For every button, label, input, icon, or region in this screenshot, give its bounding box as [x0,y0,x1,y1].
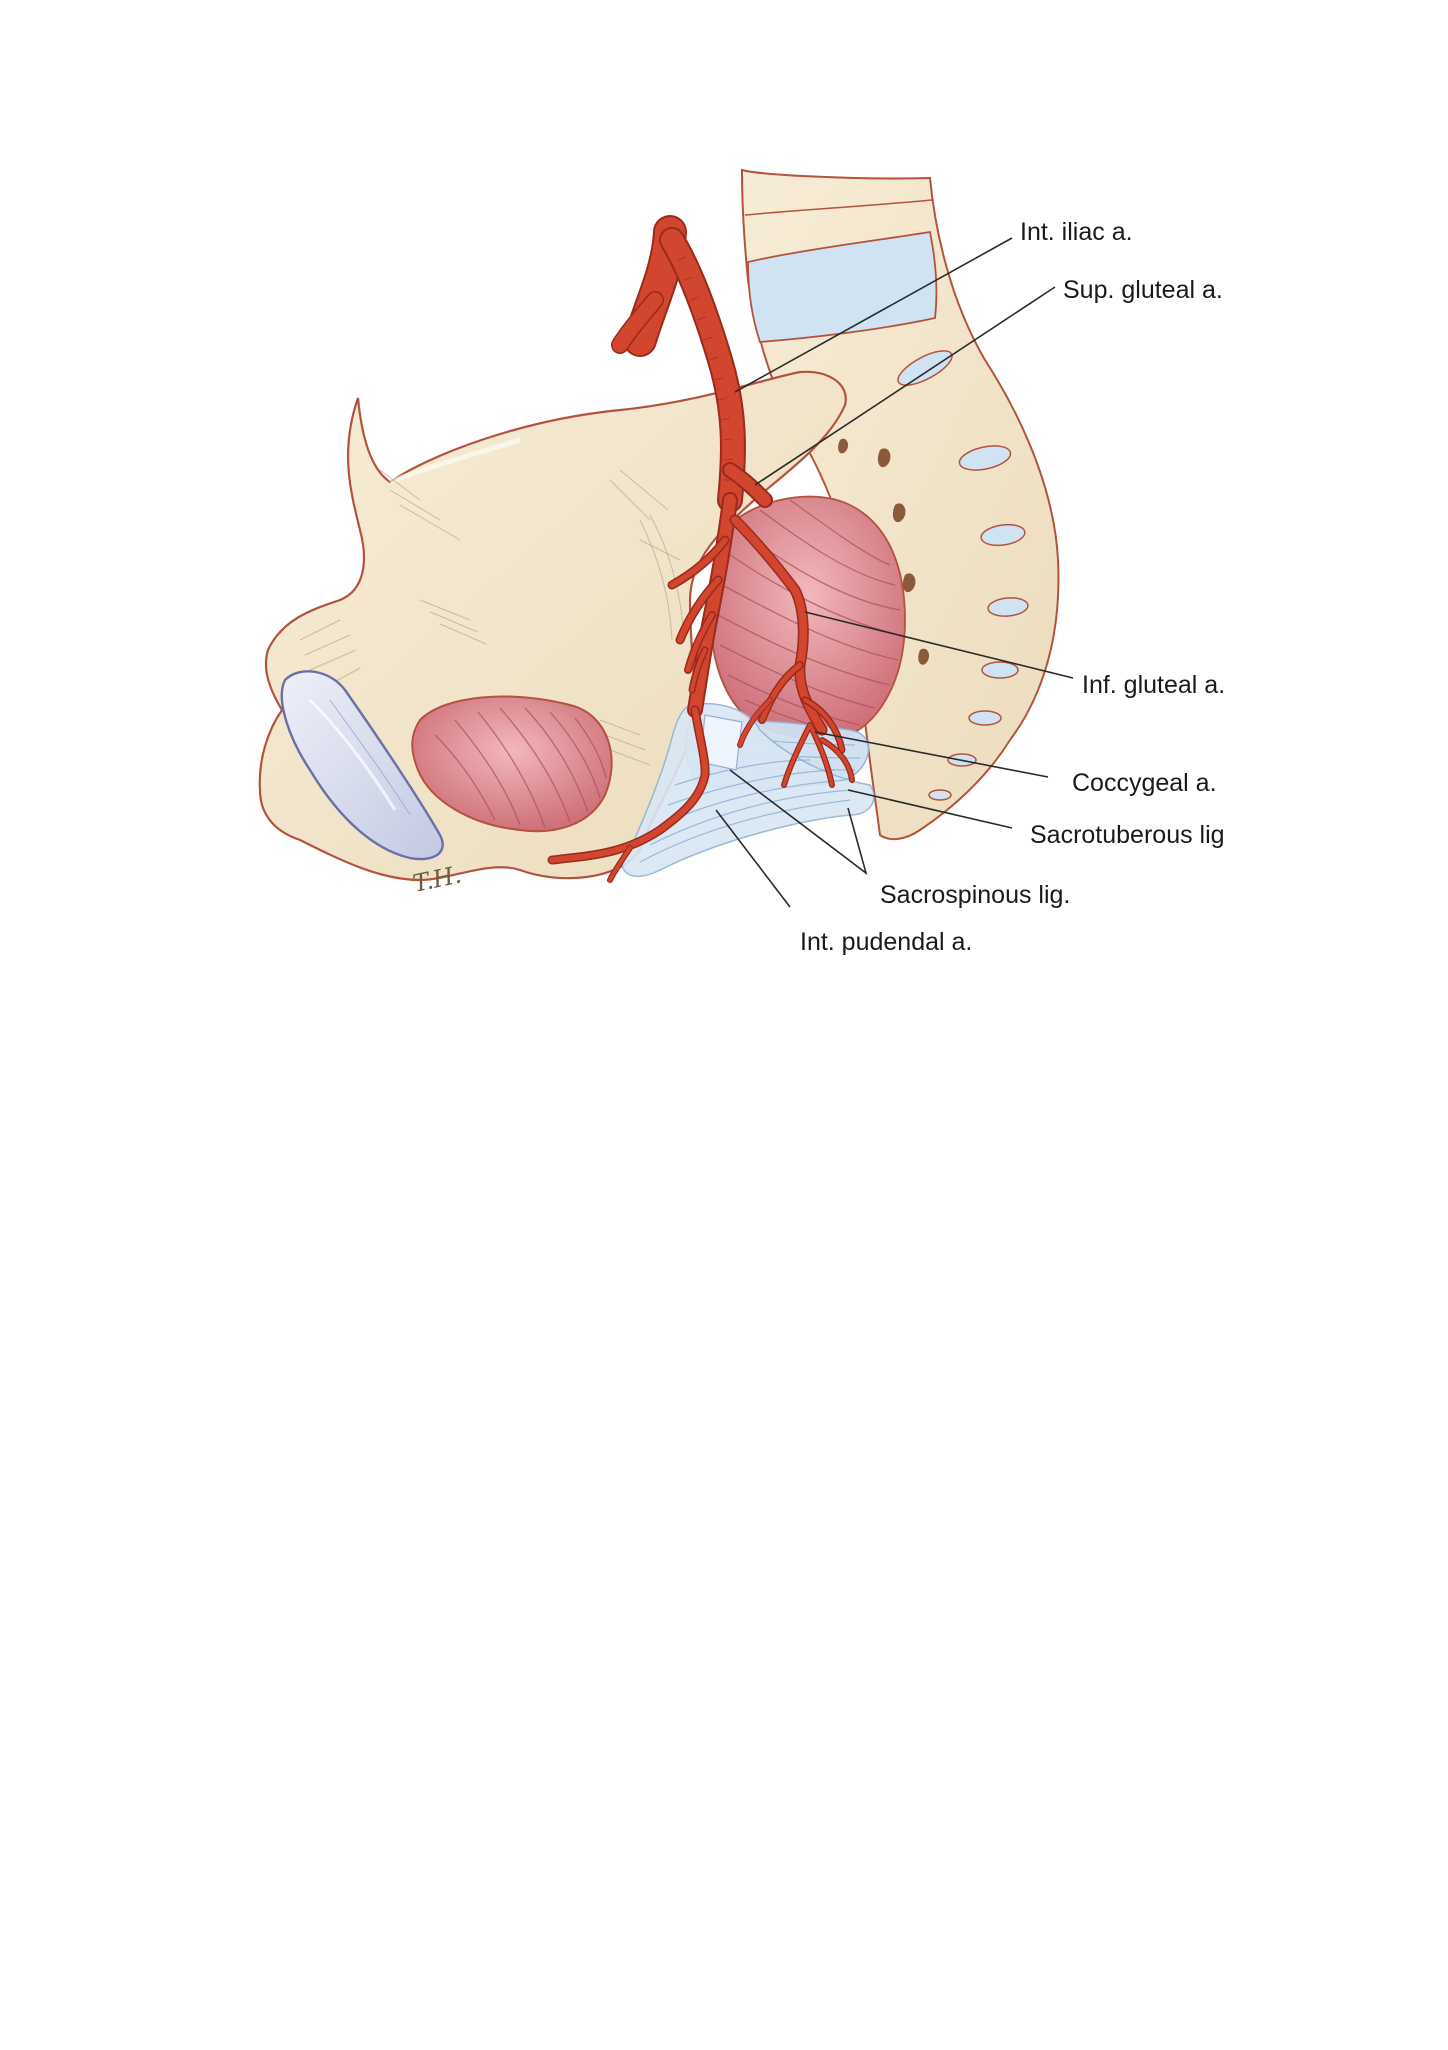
piriformis-fibers [717,499,901,734]
obturator-foramen [411,695,613,833]
leader-coccygeal [814,731,1049,778]
leader-int-iliac [734,237,1013,393]
leader-lines [715,237,1074,908]
label-sup-gluteal: Sup. gluteal a. [1063,276,1223,304]
arterial-tree [547,215,855,883]
sacral-foramen [968,710,1002,726]
label-coccygeal: Coccygeal a. [1072,769,1217,797]
sacral-foramen [980,523,1026,547]
sacral-foramen [897,350,953,386]
sacral-foramen [981,661,1019,679]
labels: Int. iliac a. Sup. gluteal a. Inf. glute… [800,218,1225,956]
pubic-symphysis [280,670,444,861]
label-sacrotuberous: Sacrotuberous lig [1030,821,1225,849]
sacral-foramen [987,597,1029,617]
label-int-pudendal: Int. pudendal a. [800,928,972,956]
leader-inf-gluteal [804,611,1074,679]
label-int-iliac: Int. iliac a. [1020,218,1133,246]
intervertebral-disc [747,230,938,343]
leader-sacrospinous [729,769,868,876]
label-inf-gluteal: Inf. gluteal a. [1082,671,1225,699]
leader-int-pudendal [715,809,791,908]
sacral-foramen [928,789,952,801]
leader-sacrotuberous [847,789,1013,829]
label-sacrospinous: Sacrospinous lig. [880,881,1070,909]
sacrum [740,168,1060,841]
leader-sup-gluteal [754,286,1056,486]
obturator-muscle-fibers [434,707,607,829]
sacral-foramen [958,445,1012,471]
